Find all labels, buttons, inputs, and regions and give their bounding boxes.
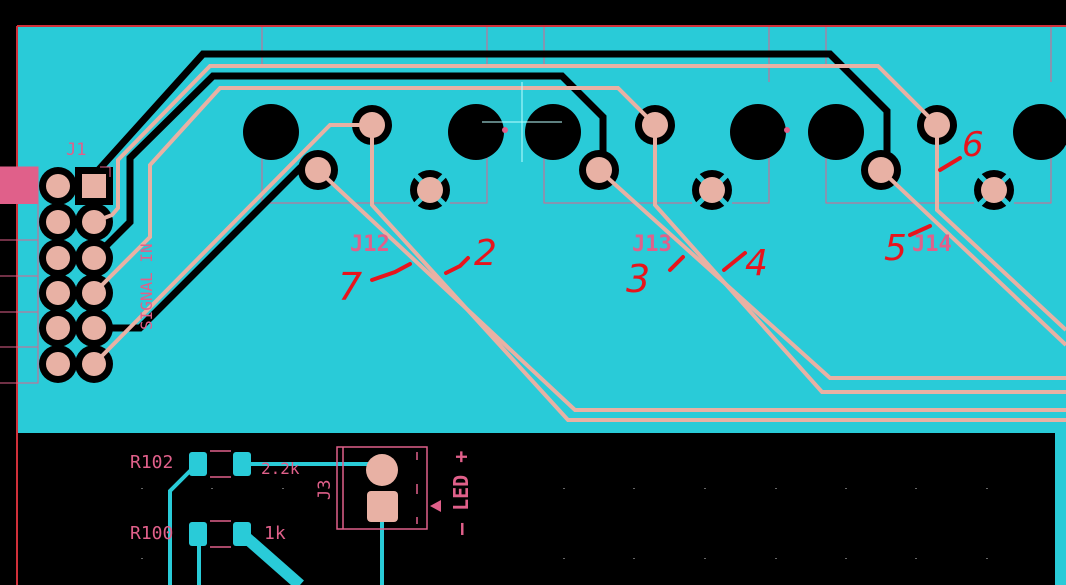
pad-j1-1 (82, 174, 106, 198)
pad-j13-gnd (699, 177, 725, 203)
front-traces (92, 64, 1066, 422)
j3-pad-2[interactable] (367, 491, 398, 522)
r102-ref: R102 (130, 452, 173, 473)
signal-in-label: SIGNAL IN (137, 243, 156, 330)
mounting-holes (243, 104, 1066, 160)
j12-label: J12 (350, 232, 390, 257)
annotation-6: 6 (962, 125, 984, 165)
bottom-silk (210, 446, 428, 548)
r102-pad-1 (189, 452, 207, 476)
crosshair-cursor (482, 82, 562, 162)
annotation-5: 5 (884, 228, 907, 269)
pad-j12-gnd (417, 177, 443, 203)
trace-wide (238, 529, 304, 585)
pad-j13-1 (642, 112, 668, 138)
origin-marker (502, 127, 508, 133)
r100-ref: R100 (130, 523, 173, 544)
pads[interactable] (46, 112, 1007, 376)
r100-pad-1 (189, 522, 207, 546)
annotation-2: 2 (474, 233, 497, 274)
pad-j12-2 (305, 157, 331, 183)
j1-silk-block (0, 167, 38, 204)
led-label: – LED + (449, 451, 473, 535)
annotation-3: 3 (626, 257, 650, 301)
led-polarity-arrow (430, 500, 441, 512)
footprint-outlines (0, 27, 1052, 384)
j14-label: J14 (912, 232, 952, 257)
j1-label: J1 (66, 140, 86, 160)
r102-value: 2.2k (261, 459, 300, 478)
pad-j14-2 (868, 157, 894, 183)
annotation-4: 4 (745, 243, 768, 284)
annotations: 7 2 3 4 5 6 (338, 125, 984, 309)
j13-label: J13 (632, 232, 672, 257)
j3-label: J3 (315, 480, 335, 500)
pad-j14-gnd (981, 177, 1007, 203)
trace-back-2 (91, 72, 607, 261)
smd-pads[interactable] (189, 452, 251, 546)
r102-pad-2 (233, 452, 251, 476)
origin-marker (784, 127, 790, 133)
annotation-7: 7 (338, 265, 362, 309)
j1-pin1-marker (100, 166, 111, 177)
grid-dots (141, 488, 988, 559)
pad-j14-1 (924, 112, 950, 138)
copper-pour-right (1055, 433, 1066, 585)
pad-j13-2 (586, 157, 612, 183)
r100-pad-2 (233, 522, 251, 546)
j3-pad-1[interactable] (366, 454, 398, 486)
pad-j12-1 (359, 112, 385, 138)
r100-value: 1k (264, 523, 286, 544)
